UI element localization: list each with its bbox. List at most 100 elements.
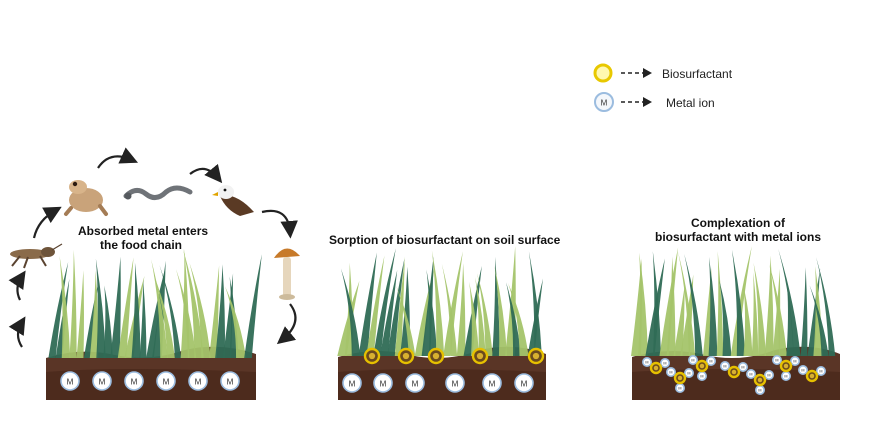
grass-blade xyxy=(652,251,661,356)
grass-blade xyxy=(764,255,774,356)
grass-blade xyxy=(508,283,529,356)
metal-ion-icon: M xyxy=(594,92,614,112)
grass-blade xyxy=(366,255,385,356)
metal-ion-icon: M xyxy=(445,373,465,393)
grass-blade xyxy=(431,250,445,356)
grass-blade xyxy=(702,267,712,356)
complexation-title-line1: Complexation of xyxy=(690,216,785,230)
grass-blade xyxy=(340,268,361,356)
food-chain-arrows xyxy=(8,147,298,348)
grass-blade xyxy=(716,251,724,356)
grass-blade xyxy=(373,248,396,356)
grass-blade xyxy=(506,282,521,356)
food-chain-label-line1: Absorbed metal enters xyxy=(78,224,209,238)
svg-text:M: M xyxy=(678,387,681,391)
svg-text:M: M xyxy=(227,377,234,386)
grass-blade xyxy=(528,251,542,356)
svg-text:M: M xyxy=(687,372,690,376)
svg-text:M: M xyxy=(412,379,419,388)
legend-biosurfactant-label: Biosurfactant xyxy=(662,67,733,81)
grass-blade xyxy=(59,255,71,358)
grass-layer xyxy=(48,246,836,358)
grass-blade xyxy=(492,256,500,356)
biosurfactant-icon xyxy=(397,347,415,365)
svg-text:M: M xyxy=(131,377,138,386)
metal-ion-icon: M xyxy=(789,355,800,366)
grass-blade xyxy=(673,285,685,356)
metal-ion-icon: M xyxy=(665,366,676,377)
food-chain-label: Absorbed metal enters the food chain xyxy=(78,224,248,252)
grass-blade xyxy=(159,264,182,358)
svg-text:M: M xyxy=(749,373,752,377)
metal-ion-icon: M xyxy=(124,371,144,391)
metal-ion-icon: M xyxy=(659,357,670,368)
svg-text:M: M xyxy=(663,362,666,366)
svg-text:M: M xyxy=(691,359,694,363)
complexation-title-line2: biosurfactant with metal ions xyxy=(654,230,822,244)
metal-ion-icon: M xyxy=(771,354,782,365)
grass-blade xyxy=(809,285,829,356)
grass-blade xyxy=(631,258,642,356)
grass-blade xyxy=(816,257,836,356)
grass-blade xyxy=(146,267,166,358)
metal-ion-icon: M xyxy=(156,371,176,391)
grass-blade xyxy=(456,263,466,356)
grass-blade xyxy=(477,273,493,356)
grass-blade xyxy=(95,258,106,358)
grass-blade xyxy=(753,262,767,356)
grass-blade xyxy=(176,269,197,358)
grass-blade xyxy=(751,272,759,356)
grass-blade xyxy=(659,247,679,356)
grass-blade xyxy=(215,264,226,358)
biosurfactant-icon xyxy=(593,63,613,83)
grass-blade xyxy=(103,285,113,358)
grass-blade xyxy=(387,258,405,356)
grass-blade xyxy=(475,277,486,356)
svg-text:M: M xyxy=(99,377,106,386)
metal-ion-icon: M xyxy=(719,360,730,371)
grass-blade xyxy=(182,248,204,358)
sorption-title: Sorption of biosurfactant on soil surfac… xyxy=(329,233,561,247)
grass-blade xyxy=(708,257,718,356)
legend-arrow xyxy=(621,68,652,78)
biosurfactant-icon xyxy=(427,347,445,365)
biosurfactant-icon xyxy=(695,359,709,373)
cycle-arrow xyxy=(276,303,297,345)
grass-blade xyxy=(379,269,398,356)
cycle-arrow xyxy=(8,316,26,348)
grass-blade xyxy=(730,246,752,356)
grass-blade xyxy=(358,252,377,356)
cycle-arrow xyxy=(32,206,62,239)
biosurfactant-icon xyxy=(805,369,819,383)
grass-blade xyxy=(69,249,77,358)
metal-ion-icon: M xyxy=(763,369,774,380)
biosurfactant-icon xyxy=(727,365,741,379)
legend-metal-ion-label: Metal ion xyxy=(666,96,715,110)
grass-blade xyxy=(800,267,808,356)
svg-text:M: M xyxy=(784,375,787,379)
grass-blade xyxy=(441,263,458,356)
grass-blade xyxy=(110,256,121,358)
biosurfactant-icon xyxy=(471,347,489,365)
grasshopper-icon xyxy=(10,243,63,269)
metal-ion-icon: M xyxy=(737,361,748,372)
grass-blade xyxy=(786,285,794,356)
metal-ion-icon: M xyxy=(514,373,534,393)
food-chain-label-line2: the food chain xyxy=(100,238,182,252)
grass-blade xyxy=(244,254,262,358)
svg-text:M: M xyxy=(349,379,356,388)
metal-ion-icon: M xyxy=(683,367,694,378)
metal-ion-icon: M xyxy=(696,370,707,381)
grass-blade xyxy=(209,265,220,358)
svg-text:M: M xyxy=(521,379,528,388)
metal-ion-icon: M xyxy=(60,371,80,391)
svg-text:M: M xyxy=(380,379,387,388)
svg-text:M: M xyxy=(741,366,744,370)
biosurfactant-icon xyxy=(753,373,767,387)
legend-arrow xyxy=(621,97,652,107)
metal-ion-icon: M xyxy=(482,373,502,393)
grass-blade xyxy=(443,251,463,356)
svg-text:M: M xyxy=(489,379,496,388)
metal-ion-icon: M xyxy=(188,371,208,391)
